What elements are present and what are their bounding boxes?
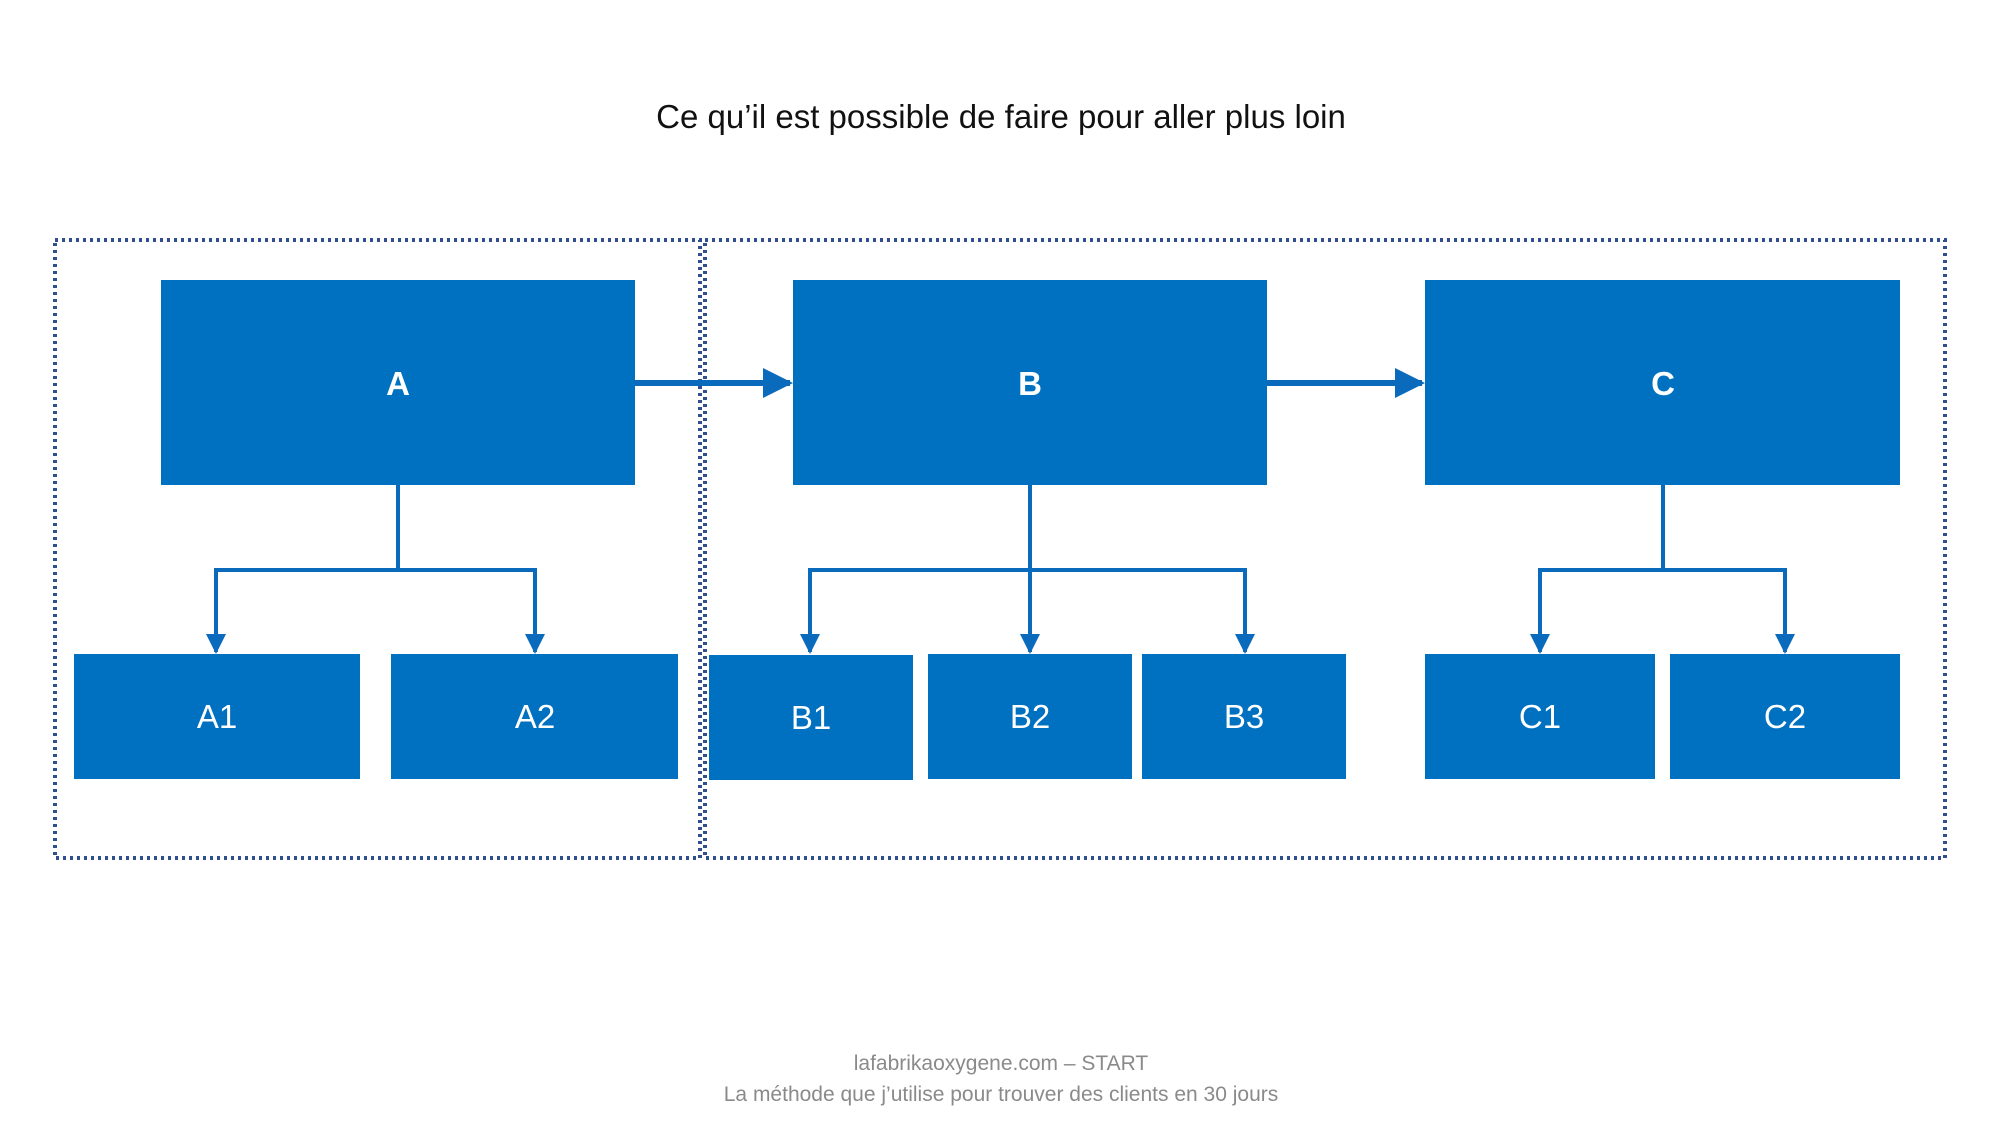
node-c1-label: C1 — [1519, 698, 1561, 735]
node-c1: C1 — [1425, 654, 1655, 779]
node-c2: C2 — [1670, 654, 1900, 779]
node-b2-label: B2 — [1010, 698, 1050, 735]
node-c: C — [1425, 280, 1900, 485]
node-c2-label: C2 — [1764, 698, 1806, 735]
node-a: A — [161, 280, 635, 485]
group-bc-border — [703, 238, 1947, 860]
node-c-label: C — [1651, 365, 1675, 402]
node-b-label: B — [1018, 365, 1042, 402]
node-b: B — [793, 280, 1267, 485]
node-b3-label: B3 — [1224, 698, 1264, 735]
node-b3: B3 — [1142, 654, 1346, 779]
node-a2: A2 — [391, 654, 678, 779]
node-a-label: A — [386, 365, 410, 402]
node-b2: B2 — [928, 654, 1132, 779]
node-a2-label: A2 — [515, 698, 555, 735]
node-b1: B1 — [709, 655, 913, 780]
group-a-border — [53, 238, 702, 860]
node-b1-label: B1 — [791, 699, 831, 736]
node-a1: A1 — [74, 654, 360, 779]
footer-tagline: La méthode que j’utilise pour trouver de… — [723, 1083, 1279, 1106]
page-title: Ce qu’il est possible de faire pour alle… — [656, 98, 1346, 135]
node-a1-label: A1 — [197, 698, 237, 735]
footer-site: lafabrikaoxygene.com – START — [853, 1052, 1149, 1075]
